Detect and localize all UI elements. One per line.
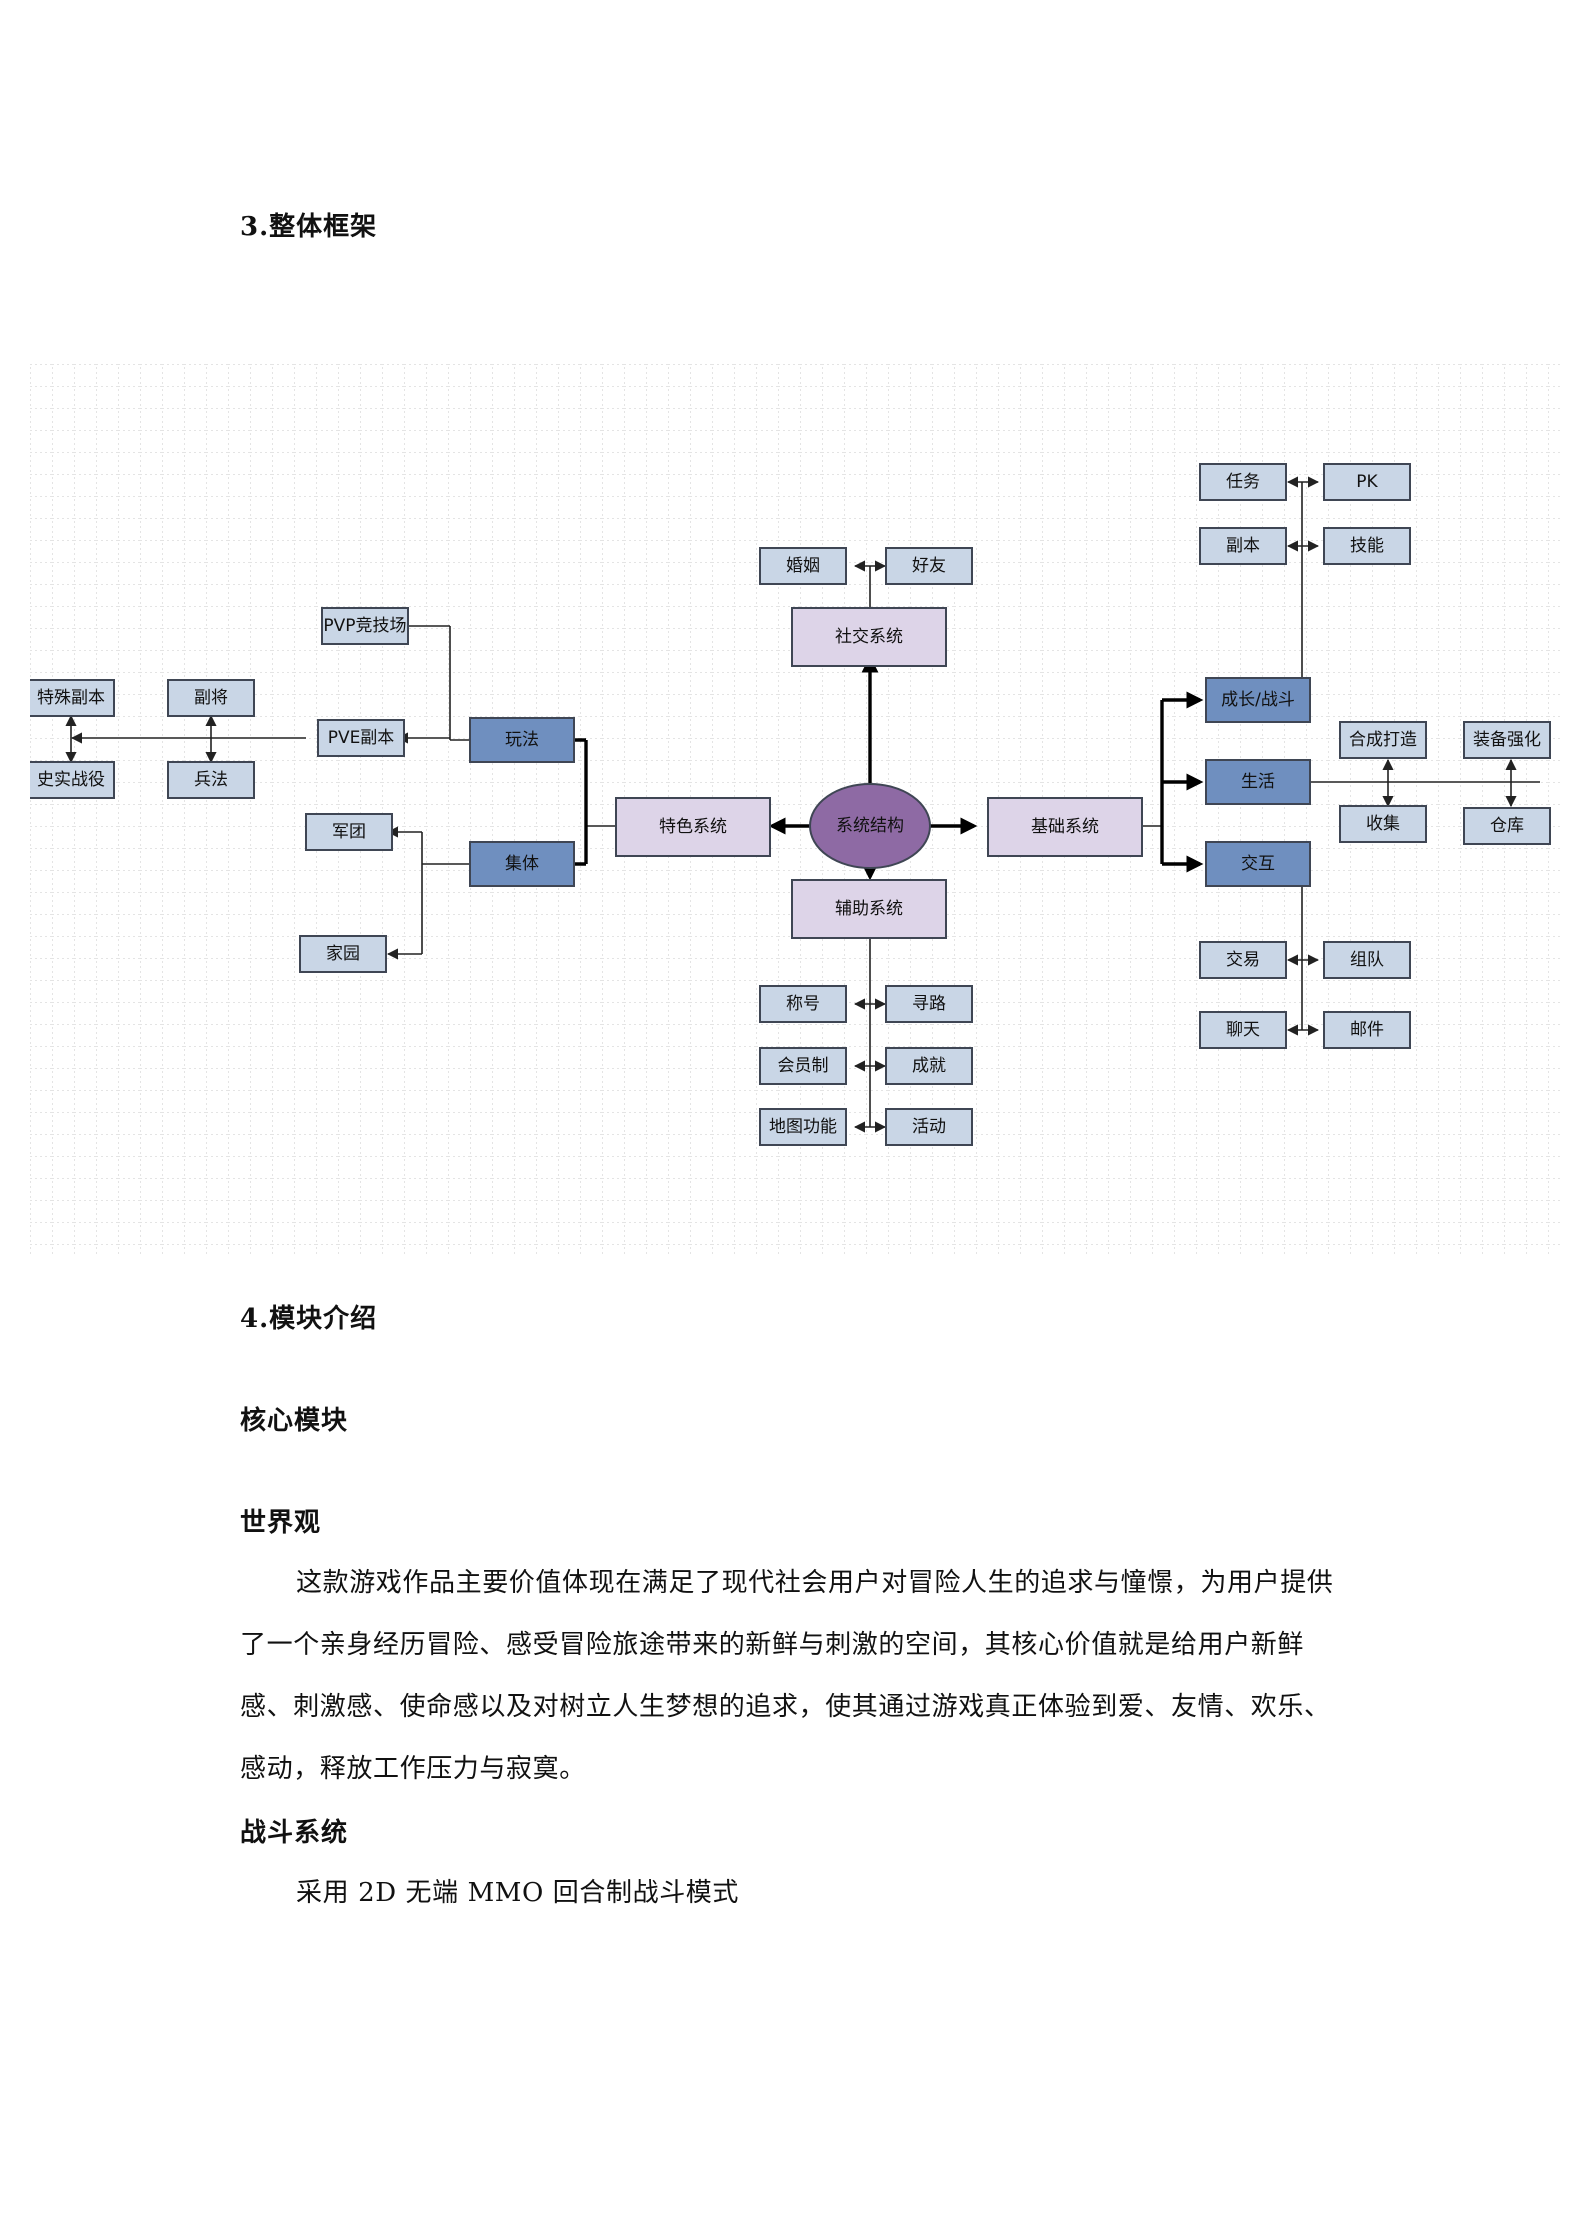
svg-text:聊天: 聊天 [1226, 1020, 1260, 1040]
svg-text:基础系统: 基础系统 [1031, 817, 1099, 837]
svg-text:PVE副本: PVE副本 [328, 728, 395, 748]
svg-text:副将: 副将 [194, 688, 228, 708]
svg-text:好友: 好友 [912, 556, 946, 576]
leaf-equip-enhance: 装备强化 [1463, 721, 1551, 759]
node-group: 集体 [469, 841, 575, 887]
heading-overall-framework: 3.整体框架 [240, 212, 378, 242]
svg-text:组队: 组队 [1350, 950, 1384, 970]
leaf-map-function: 地图功能 [759, 1108, 847, 1146]
leaf-history-battle: 史实战役 [30, 761, 115, 799]
leaf-pk: PK [1323, 463, 1411, 501]
leaf-task: 任务 [1199, 463, 1287, 501]
svg-text:地图功能: 地图功能 [769, 1117, 837, 1137]
leaf-chat: 聊天 [1199, 1011, 1287, 1049]
node-feature-system: 特色系统 [615, 797, 771, 857]
node-assist-system: 辅助系统 [791, 879, 947, 939]
leaf-title: 称号 [759, 985, 847, 1023]
diagram-grid-background [30, 364, 1560, 1254]
leaf-activity: 活动 [885, 1108, 973, 1146]
heading-worldview: 世界观 [240, 1508, 322, 1538]
heading-core-module: 核心模块 [240, 1406, 349, 1436]
node-social-system: 社交系统 [791, 607, 947, 667]
svg-text:婚姻: 婚姻 [786, 556, 820, 576]
heading-combat-system: 战斗系统 [240, 1818, 349, 1848]
svg-text:成就: 成就 [912, 1056, 946, 1076]
combat-paragraph: 采用 2D 无端 MMO 回合制战斗模式 [296, 1878, 740, 1908]
worldview-paragraph: 这款游戏作品主要价值体现在满足了现代社会用户对冒险人生的追求与憧憬，为用户提供了… [240, 1568, 1334, 1784]
leaf-team: 组队 [1323, 941, 1411, 979]
svg-text:合成打造: 合成打造 [1349, 730, 1417, 750]
svg-text:收集: 收集 [1366, 814, 1400, 834]
leaf-collect: 收集 [1339, 805, 1427, 843]
node-gameplay: 玩法 [469, 717, 575, 763]
svg-text:邮件: 邮件 [1350, 1020, 1384, 1040]
svg-text:特色系统: 特色系统 [659, 817, 727, 837]
svg-text:交互: 交互 [1241, 854, 1275, 874]
svg-text:成长/战斗: 成长/战斗 [1221, 690, 1295, 710]
svg-text:集体: 集体 [505, 854, 539, 874]
leaf-special-dungeon: 特殊副本 [30, 679, 115, 717]
svg-text:交易: 交易 [1226, 950, 1260, 970]
svg-text:会员制: 会员制 [778, 1056, 829, 1076]
node-growth-combat: 成长/战斗 [1205, 677, 1311, 723]
leaf-legion: 军团 [305, 813, 393, 851]
leaf-soldier: 兵法 [167, 761, 255, 799]
svg-text:寻路: 寻路 [912, 994, 946, 1014]
leaf-warehouse: 仓库 [1463, 807, 1551, 845]
svg-text:副本: 副本 [1226, 536, 1260, 556]
leaf-pvp-arena: PVP竞技场 [321, 607, 409, 645]
leaf-achievement: 成就 [885, 1047, 973, 1085]
leaf-membership: 会员制 [759, 1047, 847, 1085]
svg-text:家园: 家园 [326, 944, 360, 964]
leaf-marriage: 婚姻 [759, 547, 847, 585]
svg-text:社交系统: 社交系统 [835, 627, 903, 647]
leaf-friends: 好友 [885, 547, 973, 585]
node-life: 生活 [1205, 759, 1311, 805]
center-node: 系统结构 [809, 783, 931, 869]
svg-text:PVP竞技场: PVP竞技场 [323, 616, 406, 636]
leaf-mail: 邮件 [1323, 1011, 1411, 1049]
leaf-craft: 合成打造 [1339, 721, 1427, 759]
leaf-deputy: 副将 [167, 679, 255, 717]
svg-text:史实战役: 史实战役 [37, 770, 105, 790]
heading-module-intro: 4.模块介绍 [240, 1304, 378, 1334]
svg-text:技能: 技能 [1350, 536, 1384, 556]
leaf-homeland: 家园 [299, 935, 387, 973]
leaf-pve-dungeon: PVE副本 [317, 719, 405, 757]
svg-text:仓库: 仓库 [1490, 816, 1524, 836]
svg-text:系统结构: 系统结构 [836, 816, 904, 836]
svg-text:生活: 生活 [1241, 772, 1275, 792]
leaf-trade: 交易 [1199, 941, 1287, 979]
leaf-pathfind: 寻路 [885, 985, 973, 1023]
svg-text:任务: 任务 [1226, 472, 1260, 492]
node-basic-system: 基础系统 [987, 797, 1143, 857]
svg-text:活动: 活动 [912, 1117, 946, 1137]
system-structure-diagram: 系统结构 社交系统 特色系统 基础系统 辅助系统 玩法 集体 成长/战斗 生活 … [30, 364, 1560, 1254]
leaf-dungeon: 副本 [1199, 527, 1287, 565]
svg-text:玩法: 玩法 [505, 730, 539, 750]
svg-text:辅助系统: 辅助系统 [835, 899, 903, 919]
svg-text:称号: 称号 [786, 994, 820, 1014]
leaf-skill: 技能 [1323, 527, 1411, 565]
node-interaction: 交互 [1205, 841, 1311, 887]
svg-text:PK: PK [1356, 472, 1378, 492]
svg-text:装备强化: 装备强化 [1473, 730, 1541, 750]
svg-text:兵法: 兵法 [194, 770, 228, 790]
svg-text:军团: 军团 [332, 822, 366, 842]
svg-text:特殊副本: 特殊副本 [37, 688, 105, 708]
